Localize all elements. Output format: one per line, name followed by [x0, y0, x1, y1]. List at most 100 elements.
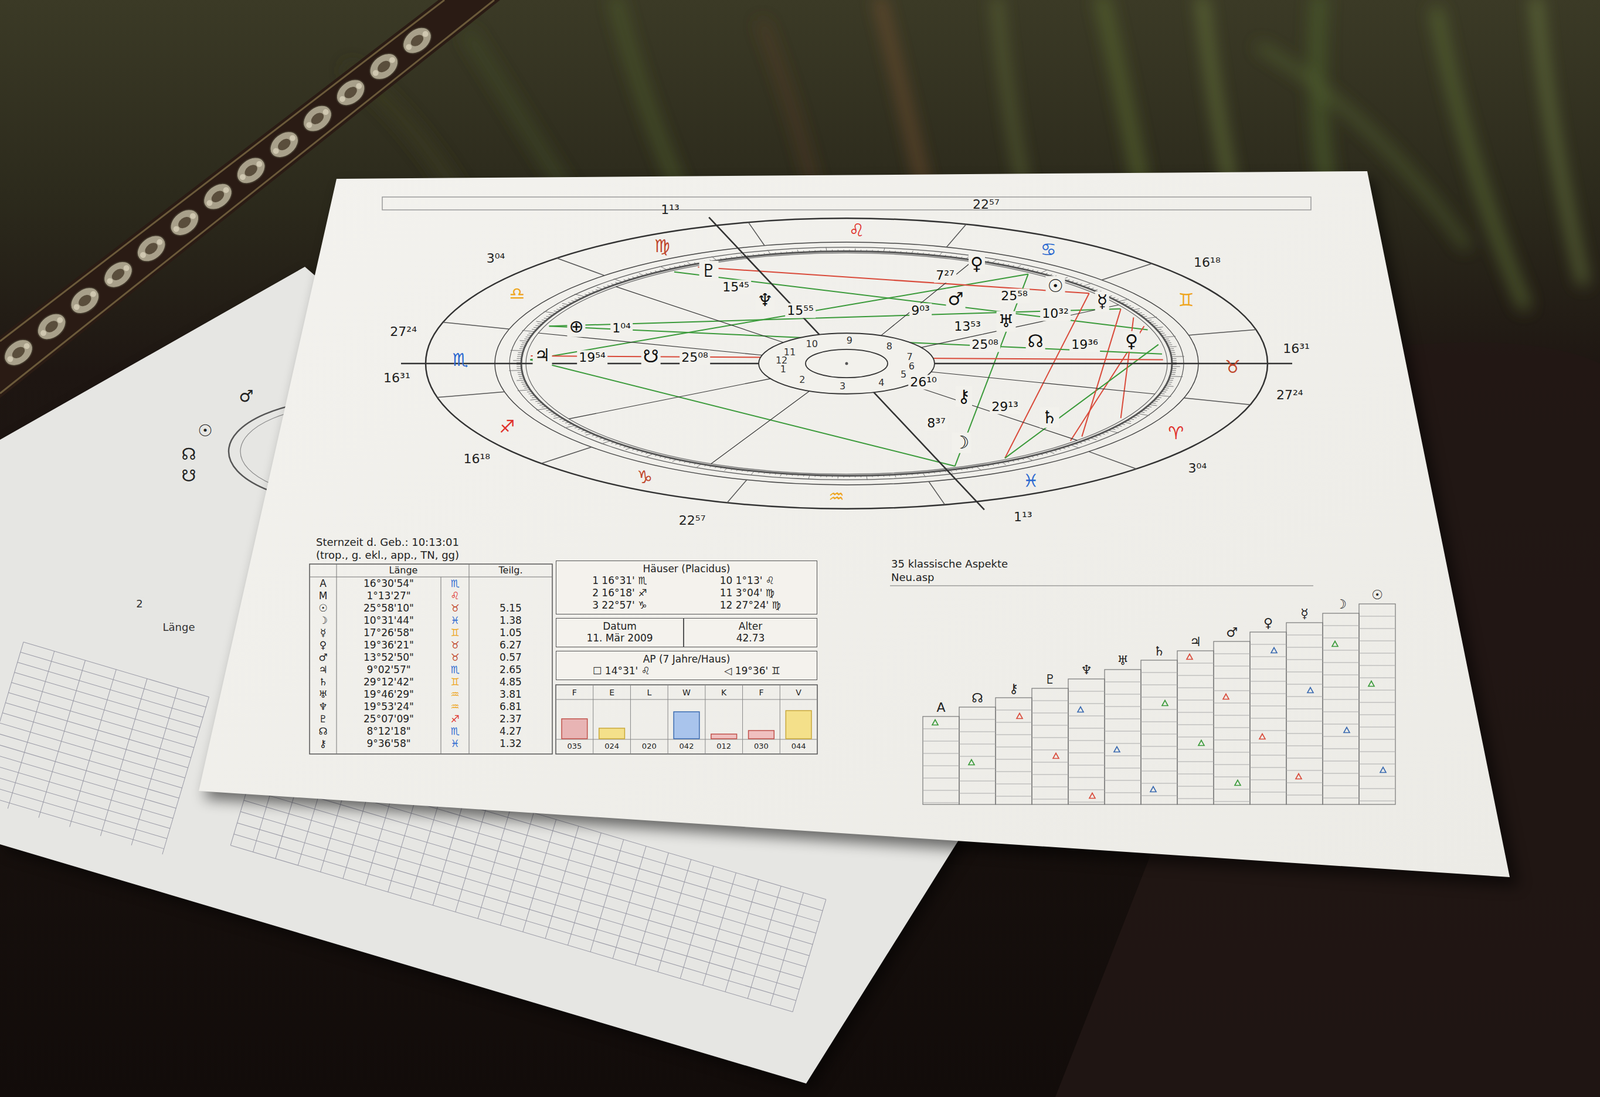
aspect-mark: [1162, 700, 1168, 706]
division-value: 2.65: [499, 664, 522, 676]
planet-glyph: ☿: [320, 627, 326, 640]
planet-glyph: ♄: [318, 676, 328, 689]
table-cell: 11. Mär 2009: [586, 632, 653, 645]
table-rule: [522, 819, 557, 933]
column-heading: Länge: [389, 565, 419, 576]
sign-boundary: [443, 322, 510, 330]
aspect-mark: [1307, 687, 1314, 694]
sign-boundary: [437, 391, 505, 398]
house-cusp: [568, 378, 771, 419]
cusp-degree: 3⁰⁴: [1188, 461, 1208, 477]
aspect-grid-row: [1104, 780, 1141, 781]
division-value: 6.81: [499, 701, 522, 713]
sign-boundary: [1101, 263, 1153, 280]
division-value: 5.15: [499, 602, 522, 615]
aspect-grid-row: [1286, 721, 1323, 722]
aspect-grid-row: [1213, 678, 1250, 679]
table-body: ☐ 14°31' ♌◁ 19°36' ♊: [561, 664, 813, 678]
aspect-grid-row: [1286, 795, 1323, 796]
table-rule: [469, 564, 470, 754]
aspect-grid-row: [1359, 800, 1396, 802]
degree-tick: [1168, 345, 1177, 348]
sign-glyph: ♊: [450, 676, 460, 689]
ornament-dot: [338, 94, 347, 104]
aspect-mark: [1113, 746, 1120, 753]
back-planet-glyph: ☉: [195, 421, 214, 441]
longitude-value: 19°46'29": [363, 688, 414, 701]
table-rule: [792, 899, 827, 1012]
aspect-grid-row: [1140, 783, 1178, 784]
ornament-dot: [105, 276, 114, 285]
house-number: 7: [906, 351, 913, 363]
table-rule: [0, 743, 179, 799]
planet-degree: 8³⁷: [925, 415, 948, 431]
table-rule: [612, 846, 647, 959]
ornament-dot: [155, 238, 164, 247]
degree-tick: [1158, 395, 1171, 397]
aspect-grid-column: [922, 716, 960, 805]
longitude-value: 9°36'58": [366, 738, 411, 750]
planet-degree: 25⁰⁸: [969, 337, 1001, 352]
aspect-mark: [1198, 740, 1205, 746]
planet-glyph: ☉: [318, 602, 328, 615]
ornament-dot: [272, 147, 281, 156]
cusp-degree: 16³¹: [1282, 341, 1310, 357]
aspect-grid-row: [1104, 743, 1141, 745]
cusp-degree: 1¹³: [1013, 510, 1033, 525]
aspect-grid-row: [1213, 752, 1250, 753]
house-cusp: [873, 392, 985, 510]
zodiac-sign: ♋: [1040, 239, 1057, 261]
element-value: 020: [641, 742, 657, 752]
aspect-grid-column: [1140, 660, 1178, 805]
chart-rule: [742, 684, 743, 754]
degree-tick: [513, 359, 522, 361]
aspect-grid-row: [1359, 751, 1396, 753]
aspect-grid-row: [1322, 711, 1360, 713]
aspect-grid-row: [1359, 727, 1396, 728]
table-rule: [131, 687, 179, 845]
aspect-grid-row: [1104, 681, 1141, 683]
sign-glyph: ♉: [450, 651, 460, 664]
planet-glyph: ♇: [318, 713, 328, 726]
aspect-grid-row: [1359, 677, 1396, 679]
aspect-grid-column: [1359, 603, 1396, 805]
division-value: 4.85: [499, 676, 522, 689]
degree-tick: [1108, 430, 1119, 434]
aspect-grid-row: [959, 768, 996, 770]
ornament-dot: [188, 211, 197, 220]
aspect-grid-row: [1322, 637, 1360, 639]
ornament-dot: [89, 290, 98, 299]
aspect-grid-row: [1031, 762, 1069, 763]
element-letter: K: [721, 687, 727, 698]
table-rule: [69, 669, 117, 827]
aspect-grid-row: [1249, 644, 1287, 645]
ornament-shape: [331, 73, 370, 111]
element-bar: [673, 711, 700, 739]
plant-leaf: [1536, 0, 1583, 282]
aspect-grid-row: [1213, 764, 1250, 766]
aspect-grid-row: [1359, 653, 1396, 654]
sign-glyph: ♉: [450, 602, 460, 615]
house-number: 4: [878, 377, 885, 389]
aspect-grid-row: [1359, 665, 1396, 667]
aspect-grid-header: ♄: [1153, 643, 1165, 659]
aspect-grid-row: [1068, 728, 1105, 729]
degree-tick: [508, 369, 522, 371]
aspect-grid-row: [995, 710, 1032, 711]
aspect-grid-row: [1249, 668, 1287, 670]
cusp-degree: 27²⁴: [389, 324, 417, 339]
aspect-grid-row: [1322, 748, 1360, 750]
aspect-grid-row: [959, 793, 996, 794]
element-value: 030: [753, 742, 769, 752]
planet-glyph: ♂: [946, 289, 966, 310]
belt-ornament: [331, 73, 370, 111]
table-rule: [7, 651, 55, 809]
table-cell: 10 1°13' ♌: [719, 574, 781, 587]
aspect-grid-header: ☽: [1334, 596, 1347, 612]
table-rule: [100, 678, 148, 836]
aspect-grid-row: [1249, 656, 1287, 658]
zodiac-sign: ♊: [1178, 289, 1195, 311]
aspect-grid-row: [1359, 776, 1396, 777]
aspect-grid-row: [1322, 625, 1360, 627]
aspect-grid-row: [1322, 674, 1360, 676]
